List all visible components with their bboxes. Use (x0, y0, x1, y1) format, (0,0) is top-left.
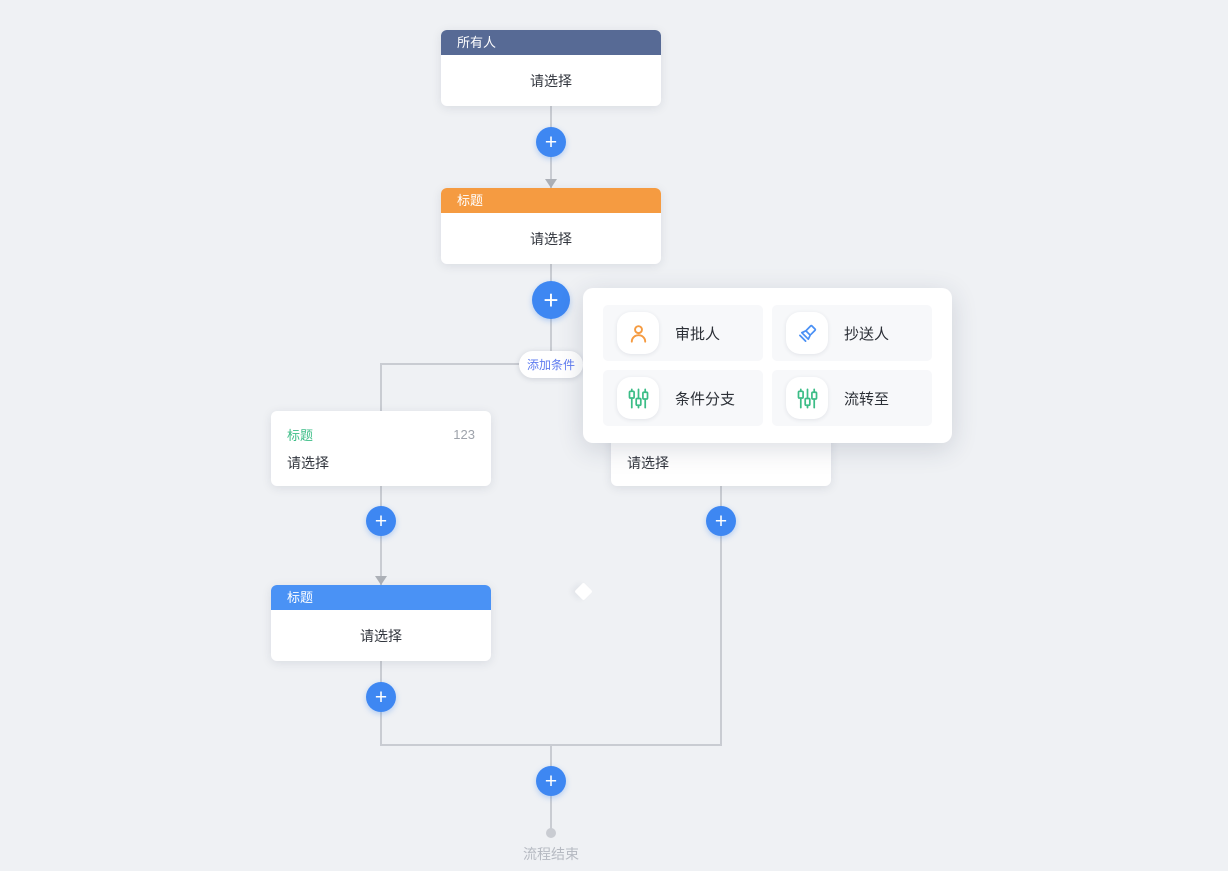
node-cc-title: 标题 (271, 585, 491, 610)
condition-right-value[interactable]: 请选择 (627, 455, 669, 471)
node-start-title: 所有人 (441, 30, 661, 55)
node-start-value[interactable]: 请选择 (530, 72, 572, 89)
condition-left-priority: 123 (453, 427, 475, 442)
node-cc-value[interactable]: 请选择 (360, 627, 402, 644)
plus-icon: + (714, 509, 728, 533)
condition-sliders-icon (617, 377, 659, 419)
menu-item-label: 流转至 (844, 390, 890, 408)
cc-highlighter-icon (786, 312, 828, 354)
condition-left-value[interactable]: 请选择 (287, 455, 329, 471)
plus-icon: + (374, 685, 388, 709)
plus-icon: + (544, 769, 558, 793)
menu-item-approver[interactable]: 审批人 (603, 305, 763, 361)
menu-item-label: 审批人 (675, 325, 721, 343)
connector-line (380, 364, 382, 412)
flow-to-sliders-icon (786, 377, 828, 419)
menu-item-flow-to[interactable]: 流转至 (772, 370, 932, 426)
add-condition-button[interactable]: 添加条件 (519, 351, 583, 378)
node-approver[interactable]: 标题 请选择 (441, 188, 661, 264)
node-cc[interactable]: 标题 请选择 (271, 585, 491, 661)
menu-item-cc[interactable]: 抄送人 (772, 305, 932, 361)
node-approver-value[interactable]: 请选择 (530, 230, 572, 247)
arrow-down-icon (545, 179, 557, 188)
add-node-button-active[interactable]: + (532, 281, 570, 319)
end-dot (546, 828, 556, 838)
menu-item-label: 抄送人 (844, 325, 890, 343)
node-start[interactable]: 所有人 请选择 (441, 30, 661, 106)
popover-arrow (574, 582, 593, 601)
add-node-button[interactable]: + (706, 506, 736, 536)
arrow-down-icon (375, 576, 387, 585)
connector-line (720, 485, 722, 745)
add-node-button[interactable]: + (536, 766, 566, 796)
plus-icon: + (374, 509, 388, 533)
plus-icon: + (544, 130, 558, 154)
approver-person-icon (617, 312, 659, 354)
add-node-button[interactable]: + (366, 506, 396, 536)
add-node-button[interactable]: + (366, 682, 396, 712)
add-node-popover: 审批人 抄送人 (574, 288, 952, 601)
process-end-label: 流程结束 (523, 846, 579, 862)
node-approver-title: 标题 (441, 188, 661, 213)
add-node-button[interactable]: + (536, 127, 566, 157)
node-condition-left[interactable]: 标题 123 请选择 (271, 411, 491, 486)
menu-item-condition[interactable]: 条件分支 (603, 370, 763, 426)
menu-item-label: 条件分支 (675, 390, 736, 408)
condition-left-title: 标题 (287, 428, 314, 443)
plus-icon: + (543, 285, 559, 315)
